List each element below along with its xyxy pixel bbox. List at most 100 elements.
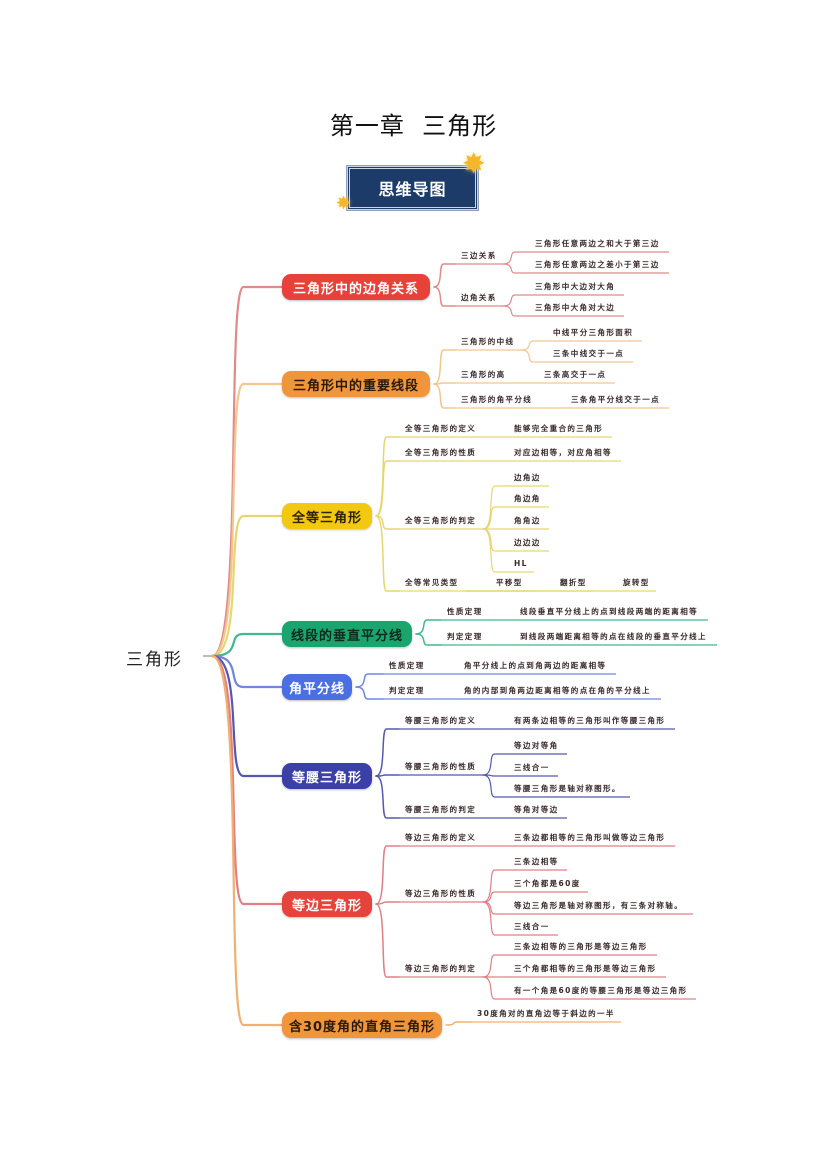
subtopic-label: 等边三角形的定义 <box>405 833 477 842</box>
mind-map-banner: 思维导图 <box>346 165 479 211</box>
connector-line <box>375 460 400 517</box>
subtopic-label: 等腰三角形的判定 <box>405 805 477 814</box>
subtopic-label: 三角形的高 <box>461 370 506 379</box>
leaf-label: HL <box>514 559 528 568</box>
connector-line <box>482 891 510 903</box>
leaf-label: 到线段两端距离相等的点在线段的垂直平分线上 <box>520 632 707 641</box>
branch-node[interactable]: 三角形中的重要线段 <box>282 371 430 397</box>
leaf-label: 等边三角形是轴对称图形，有三条对称轴。 <box>514 901 684 910</box>
branch-node[interactable]: 三角形中的边角关系 <box>282 274 430 300</box>
subtopic-label: 等腰三角形的定义 <box>405 716 477 725</box>
leaf-label: 30度角对的直角边等于斜边的一半 <box>477 1009 615 1018</box>
subtopic-label: 判定定理 <box>447 632 483 641</box>
connector-line <box>375 728 400 777</box>
connector-line <box>482 753 510 776</box>
connector-line <box>433 349 456 385</box>
connector-line <box>210 654 284 778</box>
leaf-label: 角角边 <box>514 516 541 525</box>
connector-line <box>482 774 510 798</box>
subtopic-label: 全等三角形的定义 <box>405 424 477 433</box>
branch-node[interactable]: 全等三角形 <box>282 503 372 529</box>
connector-line <box>210 654 284 689</box>
leaf-label: 三条边相等的三角形是等边三角形 <box>514 942 648 951</box>
leaf-label: 有一个角是60度的等腰三角形是等边三角形 <box>514 986 688 995</box>
connector-line <box>502 305 531 317</box>
star-icon: ✸ <box>336 193 352 214</box>
leaf-label: 旋转型 <box>623 578 650 587</box>
subtopic-label: 等腰三角形的性质 <box>405 762 477 771</box>
subtopic-label: 全等常见类型 <box>405 578 459 587</box>
connector-line <box>482 528 510 573</box>
connector-line <box>482 901 510 936</box>
leaf-label: 角的内部到角两边距离相等的点在角的平分线上 <box>464 686 651 695</box>
leaf-label: 等边对等角 <box>514 741 559 750</box>
connector-line <box>433 383 456 409</box>
leaf-label: 三条中线交于一点 <box>553 349 625 358</box>
connector-line <box>210 632 284 658</box>
leaf-label: 三条角平分线交于一点 <box>571 395 660 404</box>
connector-line <box>210 654 284 906</box>
star-icon: ✸ <box>462 147 486 180</box>
connector-line <box>415 633 442 646</box>
leaf-label: 平移型 <box>496 578 523 587</box>
connector-line <box>210 514 284 658</box>
connector-line <box>355 673 384 688</box>
branch-node[interactable]: 角平分线 <box>282 674 352 700</box>
subtopic-label: 等边三角形的性质 <box>405 889 477 898</box>
connector-line <box>433 263 456 288</box>
leaf-label: 中线平分三角形面积 <box>553 328 634 337</box>
leaf-label: 翻折型 <box>560 578 587 587</box>
branch-node[interactable]: 等腰三角形 <box>282 763 372 789</box>
leaf-label: 等角对等边 <box>514 805 559 814</box>
leaf-label: 边角边 <box>514 473 541 482</box>
branch-node[interactable]: 含30度角的直角三角形 <box>282 1012 442 1038</box>
connector-line <box>482 976 510 1000</box>
root-topic: 三角形 <box>126 650 183 670</box>
subtopic-label: 等边三角形的判定 <box>405 964 477 973</box>
connector-line <box>375 515 400 592</box>
leaf-label: 三线合一 <box>514 763 550 772</box>
connector-line <box>502 263 531 274</box>
leaf-label: 等腰三角形是轴对称图形。 <box>514 784 621 793</box>
branch-node[interactable]: 等边三角形 <box>282 891 372 917</box>
leaf-label: 三线合一 <box>514 922 550 931</box>
connector-line <box>375 774 400 777</box>
leaf-label: 三条边都相等的三角形叫做等边三角形 <box>514 833 666 842</box>
connector-line <box>482 485 510 530</box>
leaf-label: 三角形中大边对大角 <box>535 282 616 291</box>
leaf-label: 三个角都是60度 <box>514 879 581 888</box>
leaf-label: 三条高交于一点 <box>544 370 607 379</box>
leaf-label: 有两条边相等的三角形叫作等腰三角形 <box>514 716 666 725</box>
subtopic-label: 判定定理 <box>389 686 425 695</box>
leaf-label: 三角形中大角对大边 <box>535 303 616 312</box>
connector-line <box>375 901 400 905</box>
subtopic-label: 性质定理 <box>447 607 483 616</box>
subtopic-label: 边角关系 <box>461 293 497 302</box>
connector-line <box>210 382 284 658</box>
subtopic-label: 三角形的角平分线 <box>461 395 533 404</box>
leaf-label: 线段垂直平分线上的点到线段两端的距离相等 <box>520 607 698 616</box>
leaf-label: 三角形任意两边之和大于第三边 <box>535 239 660 248</box>
leaf-label: 三角形任意两边之差小于第三边 <box>535 260 660 269</box>
connector-line <box>445 1021 472 1026</box>
leaf-label: 边边边 <box>514 538 541 547</box>
leaf-label: 三条边相等 <box>514 857 559 866</box>
connector-line <box>375 515 400 530</box>
subtopic-label: 全等三角形的判定 <box>405 516 477 525</box>
connector-line <box>520 349 549 363</box>
subtopic-label: 三边关系 <box>461 251 497 260</box>
leaf-label: 能够完全重合的三角形 <box>514 424 603 433</box>
connector-line <box>375 903 400 978</box>
connector-line <box>210 654 284 1027</box>
leaf-label: 对应边相等，对应角相等 <box>514 448 612 457</box>
connector-line <box>210 285 284 658</box>
connector-line <box>375 775 400 819</box>
connector-line <box>355 686 384 700</box>
connector-line <box>502 294 531 307</box>
branch-node[interactable]: 线段的垂直平分线 <box>282 621 412 647</box>
connector-line <box>375 436 400 517</box>
connector-line <box>415 619 442 635</box>
leaf-label: 三个角都相等的三角形是等边三角形 <box>514 964 657 973</box>
subtopic-label: 性质定理 <box>389 661 425 670</box>
